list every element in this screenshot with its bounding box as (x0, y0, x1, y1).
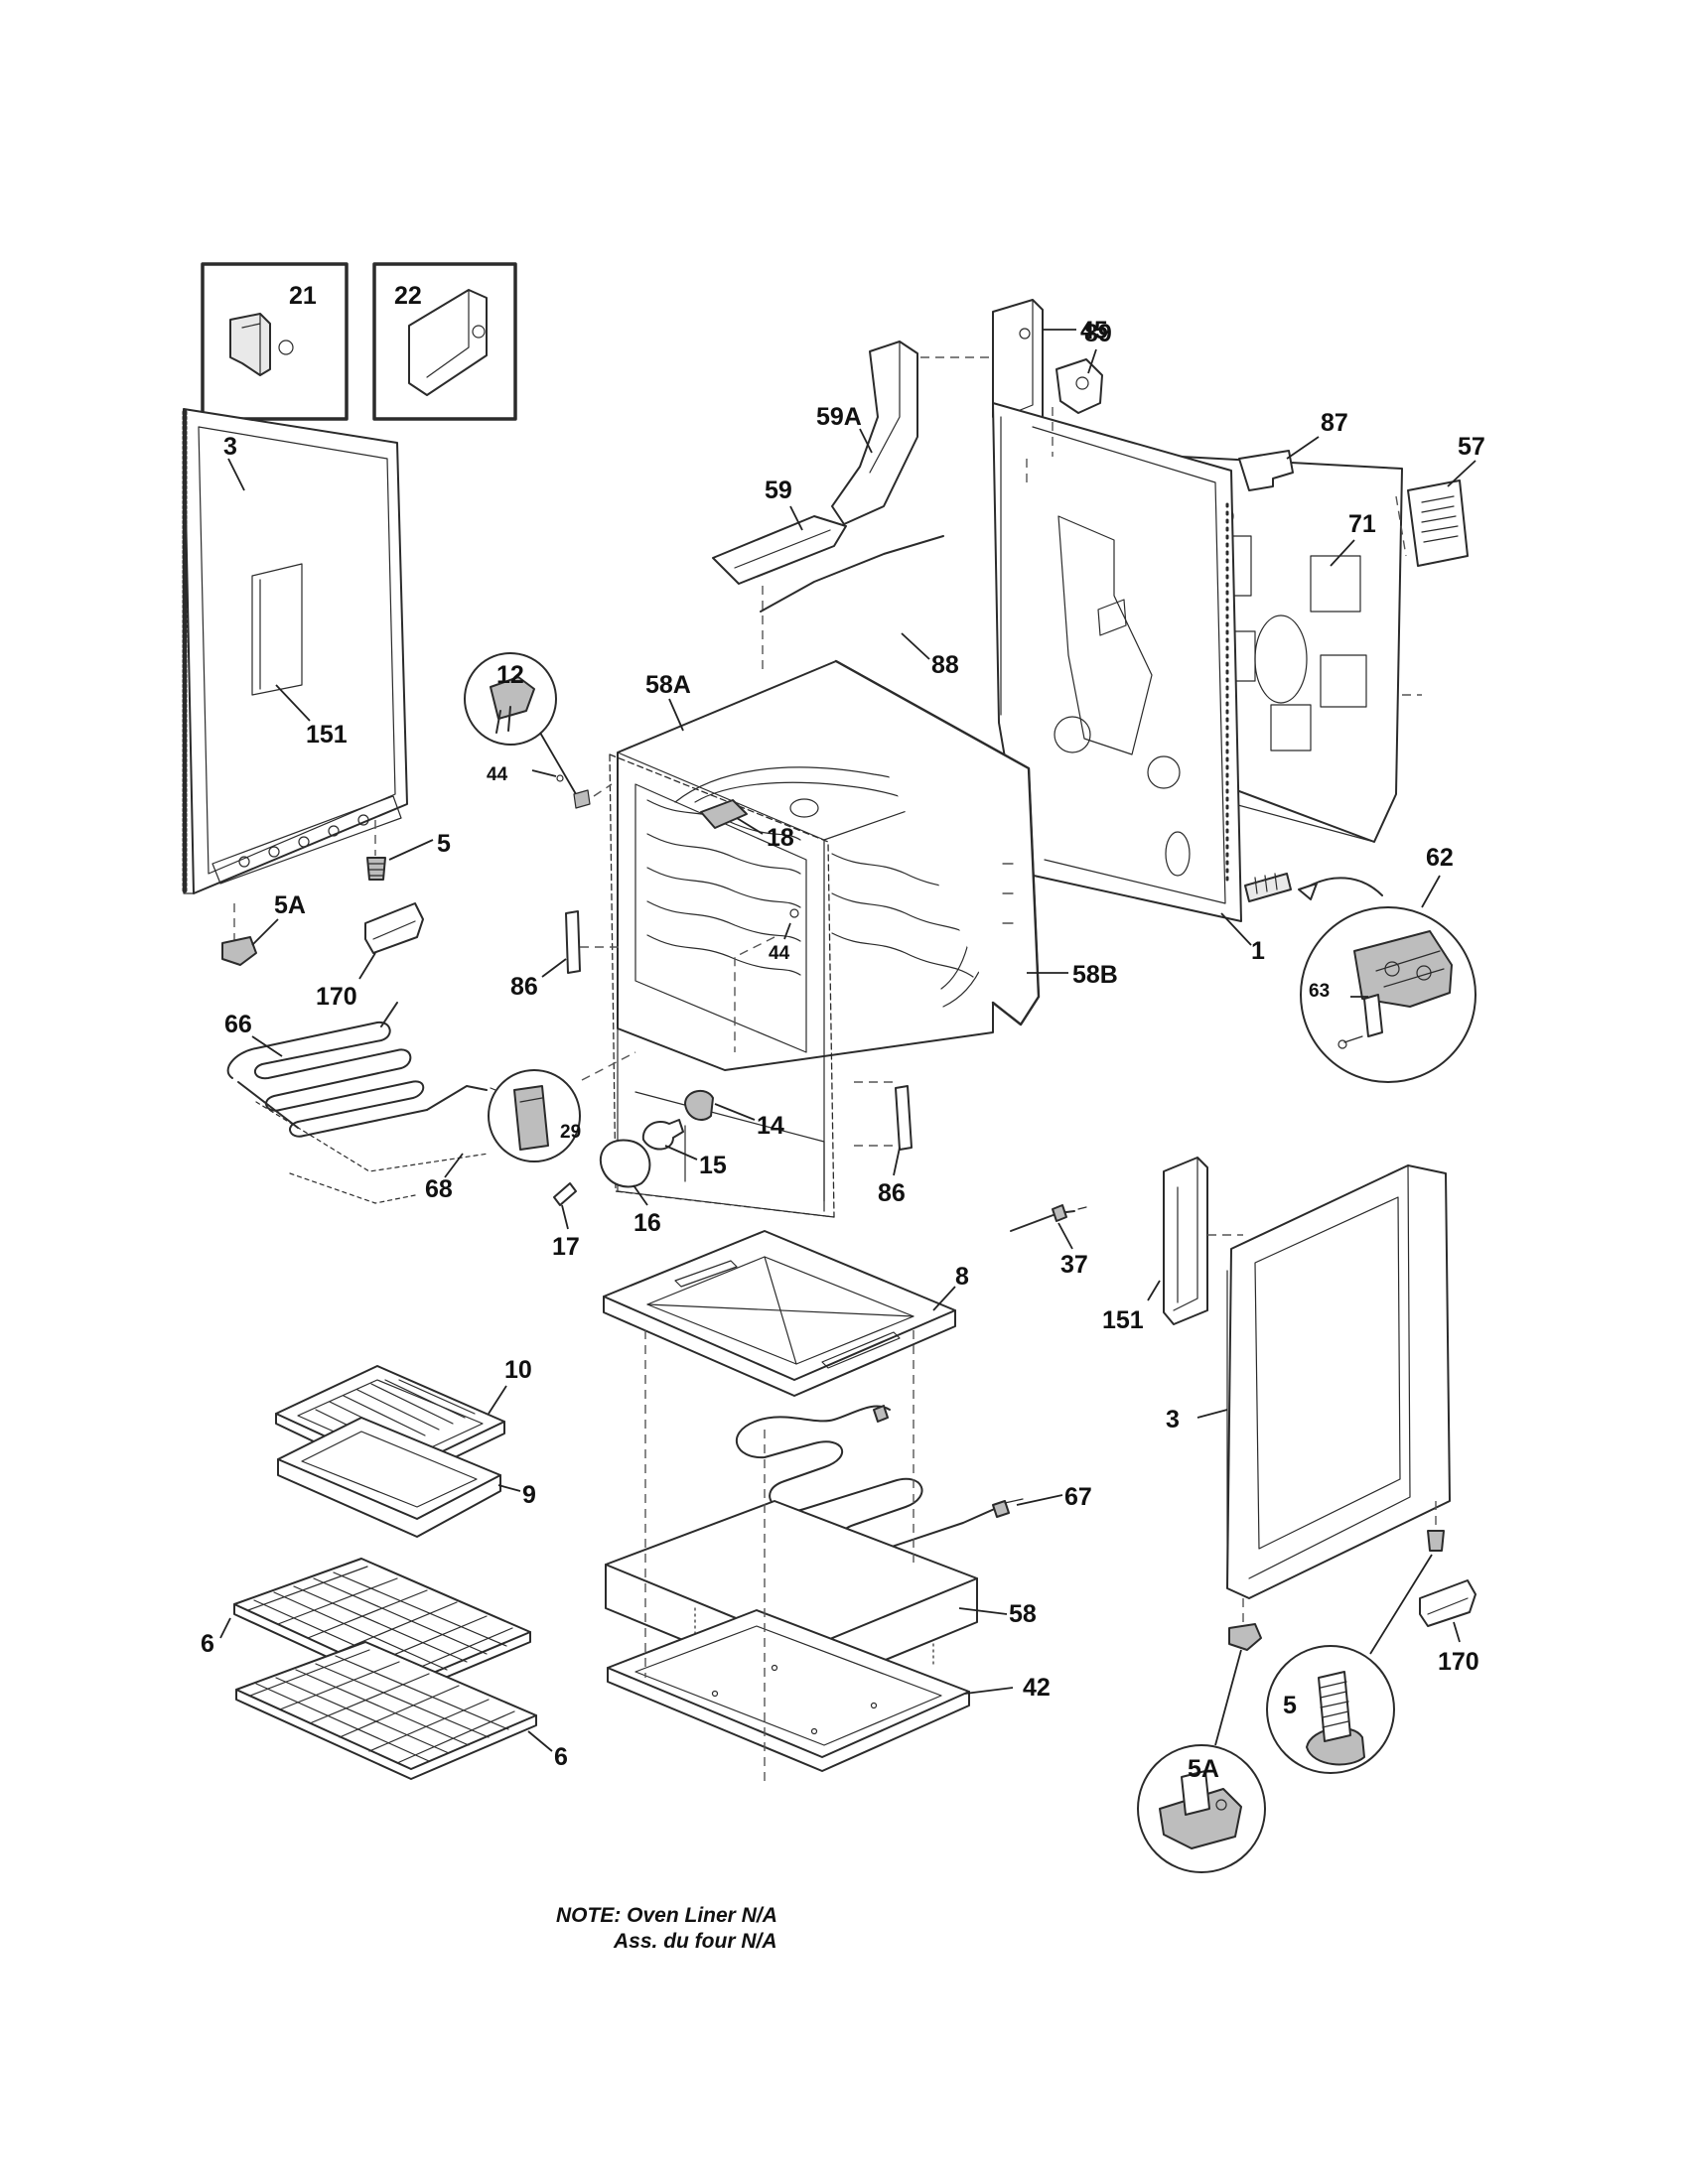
bracket-18: 18 (700, 799, 794, 852)
bake-element-67: 67 (735, 1405, 1092, 1556)
label-44-a: 44 (487, 764, 508, 785)
label-37: 37 (1060, 1251, 1088, 1279)
label-3-top: 3 (223, 433, 237, 461)
leveler-group-left: 5 5A 170 (221, 820, 451, 1011)
label-42: 42 (1023, 1674, 1051, 1702)
drawer-top-8: 8 (603, 1230, 969, 1397)
label-59a: 59A (816, 403, 862, 431)
label-44-b: 44 (769, 943, 790, 964)
label-6-b: 6 (554, 1743, 568, 1771)
drawer-pan-42: 42 (607, 1330, 1051, 1787)
broil-element-66: 66 68 (224, 1002, 501, 1204)
label-67: 67 (1064, 1483, 1092, 1511)
oven-rack-lower: 6 (235, 1641, 568, 1780)
label-86-a: 86 (510, 973, 538, 1001)
oven-body: 58A 58B (609, 659, 1118, 1218)
label-5a-top: 5A (274, 891, 306, 919)
label-63: 63 (1309, 981, 1330, 1002)
label-71: 71 (1348, 510, 1376, 538)
label-62: 62 (1426, 844, 1454, 872)
probe-37: 37 (1010, 1204, 1088, 1279)
side-panel-right: 151 3 (1102, 1157, 1451, 1599)
label-plate-87: 87 (1238, 409, 1348, 491)
label-58a: 58A (645, 671, 691, 699)
label-17: 17 (552, 1233, 580, 1261)
terminal-block-62: 63 62 (1244, 844, 1477, 1083)
note-line-1: NOTE: Oven Liner N/A (556, 1904, 777, 1927)
label-8: 8 (955, 1263, 969, 1291)
label-1: 1 (1251, 937, 1265, 965)
label-88: 88 (931, 651, 959, 679)
label-86-b: 86 (878, 1179, 906, 1207)
hinge-receptacle-86-b: 86 (854, 1081, 913, 1207)
label-151-bot: 151 (1102, 1306, 1144, 1334)
label-58b: 58B (1072, 961, 1118, 989)
label-12: 12 (496, 661, 524, 689)
label-10: 10 (504, 1356, 532, 1384)
hinge-receptacle-86-a: 86 (510, 910, 624, 1001)
broiler-pan: 10 9 (275, 1356, 536, 1538)
label-6-a: 6 (201, 1630, 214, 1658)
label-18: 18 (767, 824, 794, 852)
label-21: 21 (289, 282, 317, 310)
label-16: 16 (633, 1209, 661, 1237)
label-170-bot: 170 (1438, 1648, 1479, 1676)
label-68: 68 (425, 1175, 453, 1203)
vent-trim-59: 59 (712, 477, 847, 675)
light-assembly: 29 14 15 16 17 (488, 1051, 784, 1261)
label-66: 66 (224, 1011, 252, 1038)
label-59: 59 (765, 477, 792, 504)
sensor-bracket-89: 89 (1026, 320, 1112, 482)
leveler-group-right: 170 5 5A (1137, 1501, 1479, 1873)
label-170-top: 170 (316, 983, 357, 1011)
inset-box-22: 22 (372, 262, 517, 421)
back-panel-1: 1 (992, 402, 1265, 965)
detail-12-switch: 12 44 (464, 652, 613, 809)
label-151-top: 151 (306, 721, 348, 749)
inset-box-21: 21 (201, 262, 349, 421)
label-5-top: 5 (437, 830, 451, 858)
label-58: 58 (1009, 1600, 1037, 1628)
vent-duct-45: 45 (906, 299, 1108, 430)
side-panel-left: 3 151 (182, 408, 408, 894)
label-45: 45 (1080, 317, 1108, 344)
label-22: 22 (394, 282, 422, 310)
label-29: 29 (560, 1122, 581, 1143)
label-87: 87 (1321, 409, 1348, 437)
label-89: 89 (1084, 320, 1112, 347)
label-57: 57 (1458, 433, 1485, 461)
label-5-bot: 5 (1283, 1692, 1297, 1719)
wire-88: 88 (760, 535, 959, 679)
label-9: 9 (522, 1481, 536, 1509)
access-cover-57: 57 (1407, 433, 1485, 567)
screw-44-b: 44 (734, 908, 799, 1052)
note-line-2: Ass. du four N/A (614, 1930, 777, 1953)
label-3-bot: 3 (1166, 1406, 1180, 1433)
label-14: 14 (757, 1112, 784, 1140)
vent-duct-59a: 59A (816, 341, 918, 525)
label-5a-bot: 5A (1188, 1755, 1219, 1783)
label-15: 15 (699, 1152, 727, 1179)
